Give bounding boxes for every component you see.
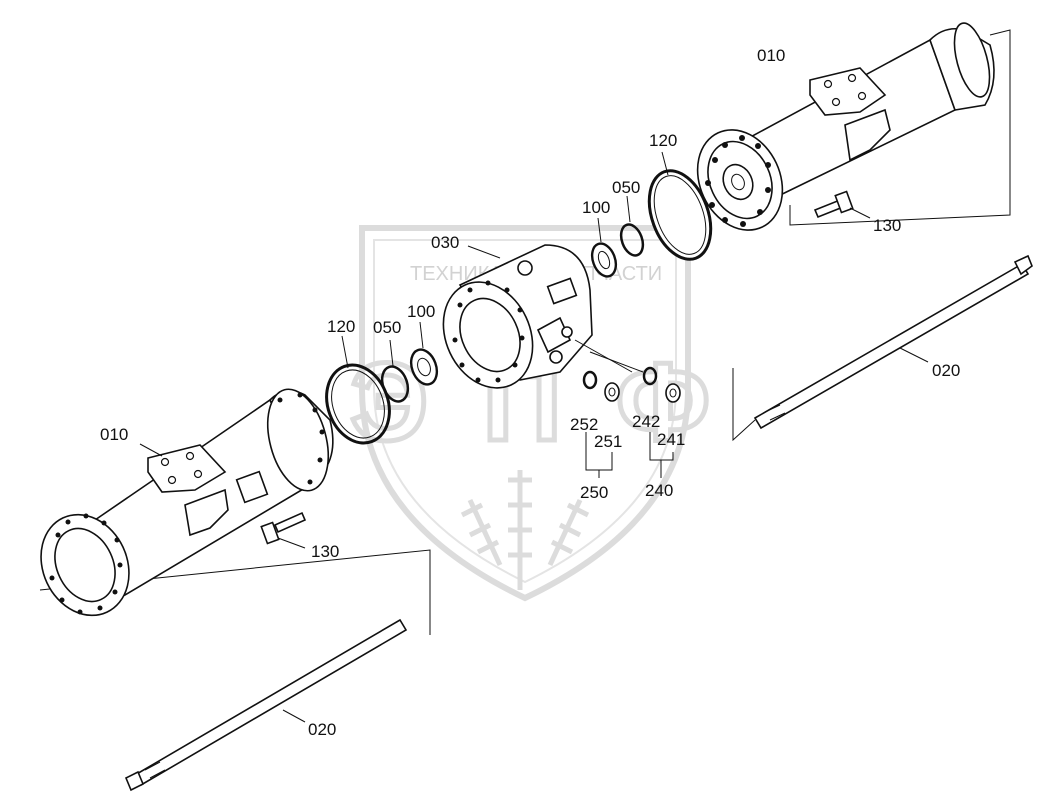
label-020-bottom: 020	[308, 720, 336, 739]
bearing-100-top	[590, 217, 618, 278]
axle-housing-bottom	[39, 388, 431, 635]
ring-252	[582, 370, 598, 390]
label-100-top: 100	[582, 198, 610, 217]
axle-housing-top	[696, 22, 1011, 231]
label-050-left: 050	[373, 318, 401, 337]
watermark-wheat-icon	[460, 470, 590, 590]
mount-pad-bottom	[147, 444, 227, 493]
label-020-right: 020	[932, 361, 960, 380]
label-120-left: 120	[327, 317, 355, 336]
ring-242	[642, 366, 658, 386]
label-010-top: 010	[757, 46, 785, 65]
label-251: 251	[594, 432, 622, 451]
ring-050-left	[380, 339, 410, 403]
bearing-100-left	[409, 321, 439, 386]
label-120-top: 120	[649, 131, 677, 150]
label-130-top: 130	[873, 216, 901, 235]
shaft-bottom	[124, 618, 408, 792]
label-242: 242	[632, 412, 660, 431]
label-250: 250	[580, 483, 608, 502]
label-240: 240	[645, 481, 673, 500]
label-241: 241	[657, 430, 685, 449]
plug-241	[665, 383, 681, 403]
bolt-top	[813, 190, 871, 219]
label-010-bottom: 010	[100, 425, 128, 444]
label-100-left: 100	[407, 302, 435, 321]
mount-pad-top	[809, 67, 887, 116]
watermark: ТЕХНИКА ЗАПЧАСТИ ЭПФ	[348, 225, 713, 602]
plug-251	[604, 382, 620, 402]
label-050-top: 050	[612, 178, 640, 197]
callouts: 010 120 050 100 130 030 120 050 100 252 …	[100, 46, 960, 739]
shaft-right	[732, 254, 1033, 442]
ring-050-top	[619, 195, 645, 257]
o-ring-120-top	[647, 151, 713, 261]
differential-housing	[442, 244, 593, 389]
label-030: 030	[431, 233, 459, 252]
bolt-bottom	[260, 511, 307, 549]
label-252: 252	[570, 415, 598, 434]
label-130-bottom: 130	[311, 542, 339, 561]
watermark-shield	[359, 225, 691, 602]
